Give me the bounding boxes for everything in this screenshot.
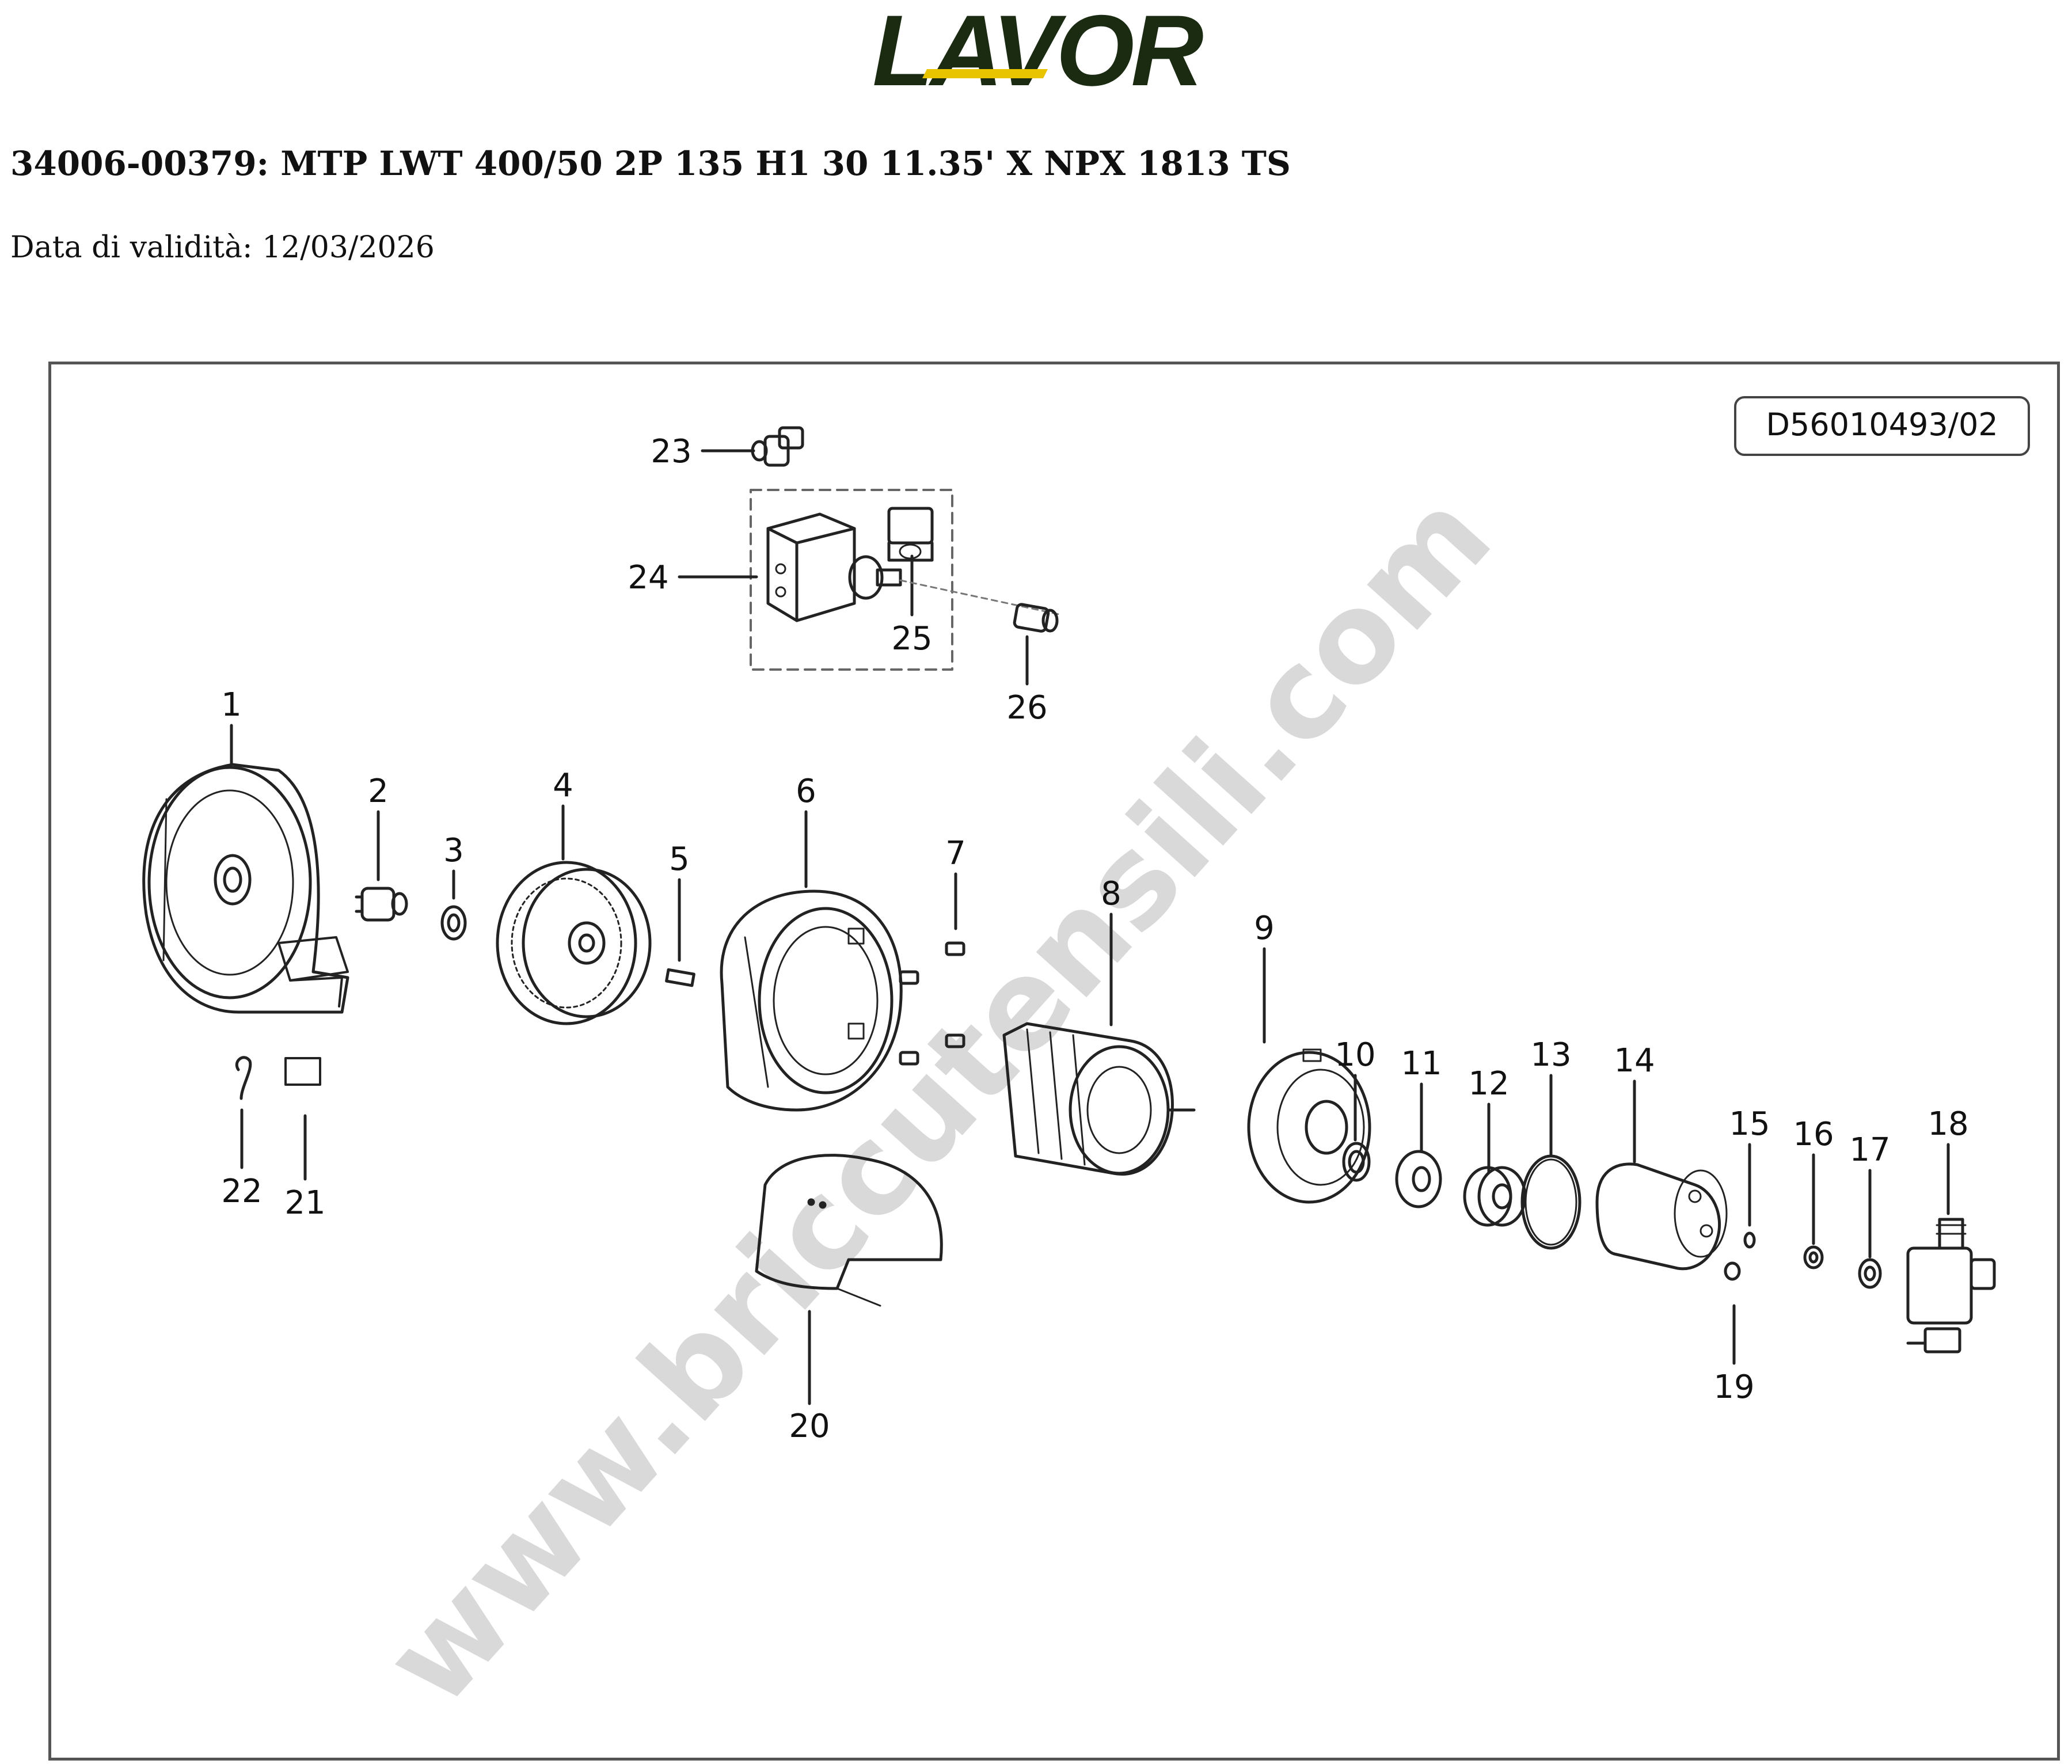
part-label: 22 [221, 1173, 262, 1210]
part-label: 18 [1927, 1105, 1968, 1143]
part-number-labels: 1 2 3 4 5 6 7 8 9 10 11 12 13 14 15 16 1… [221, 433, 1968, 1445]
part-1-fan-cover [142, 763, 349, 1014]
part-label: 13 [1530, 1036, 1571, 1074]
part-15-small-o-ring [1743, 1231, 1756, 1249]
part-label: 14 [1614, 1042, 1655, 1079]
part-4-impeller [496, 861, 652, 1025]
leader-lines [230, 449, 1950, 1405]
part-label: 4 [553, 767, 573, 804]
part-label: 21 [284, 1184, 325, 1222]
part-label: 24 [628, 559, 668, 596]
part-label: 11 [1401, 1045, 1442, 1082]
part-label: 16 [1793, 1116, 1834, 1153]
part-9-gear-housing [1247, 1048, 1371, 1204]
part-label: 25 [891, 620, 932, 657]
lavor-logo: LAVOR [872, 5, 1207, 102]
part-8-motor-stator [1002, 1022, 1196, 1176]
part-label: 15 [1729, 1105, 1770, 1143]
part-21-label-plate [284, 1057, 321, 1086]
part-label: 20 [789, 1408, 830, 1445]
part-label: 8 [1101, 875, 1121, 913]
part-label: 26 [1006, 689, 1047, 727]
part-17-seal [1858, 1258, 1882, 1289]
part-label: 1 [221, 686, 242, 724]
part-label: 9 [1254, 910, 1275, 947]
assembly-axis-line [899, 579, 1063, 616]
diagram-frame [48, 362, 2060, 1761]
exploded-view-diagram: www.briccutensili.com D56010493/02 [142, 396, 2030, 1732]
part-25-connector [887, 507, 934, 562]
part-14-pump-manifold [1595, 1162, 1728, 1271]
drawing-code: D56010493/02 [1766, 406, 1998, 443]
part-26-fitting [1013, 603, 1059, 633]
part-11-swash-plate [1395, 1150, 1442, 1208]
part-3-washer [440, 905, 467, 941]
part-label: 6 [796, 773, 816, 810]
part-label: 17 [1849, 1131, 1890, 1169]
part-10-bearing [1342, 1142, 1371, 1182]
part-13-o-ring [1520, 1154, 1581, 1250]
part-label: 23 [651, 433, 691, 470]
part-12-seal-pack [1463, 1166, 1527, 1227]
part-20-motor-cover [755, 1154, 943, 1307]
logo-accent-stripe [922, 69, 1048, 78]
part-label: 12 [1468, 1065, 1509, 1102]
part-2-fan-hub [355, 887, 408, 922]
part-label: 7 [945, 835, 966, 872]
part-label: 10 [1335, 1036, 1375, 1074]
part-label: 5 [669, 841, 690, 878]
assembly-group-box [750, 489, 953, 671]
page-title: 34006-00379: MTP LWT 400/50 2P 135 H1 30… [10, 144, 1291, 183]
part-18-unloader-valve [1906, 1218, 1996, 1354]
part-16-washer [1803, 1245, 1824, 1269]
part-7-screws [899, 941, 965, 1066]
part-5-key [665, 968, 695, 987]
brand-logo-text: LAVOR [872, 5, 1203, 102]
part-24-pressure-switch [766, 512, 902, 622]
part-22-clip [235, 1056, 252, 1100]
part-label: 2 [368, 773, 389, 810]
part-19-ball [1724, 1261, 1741, 1281]
part-23-elbow-fitting [751, 426, 804, 467]
part-label: 3 [443, 832, 464, 869]
drawing-code-box: D56010493/02 [1734, 396, 2030, 456]
part-label: 19 [1713, 1368, 1754, 1406]
part-6-motor-flange [720, 889, 903, 1112]
validity-date: Data di validità: 12/03/2026 [10, 230, 435, 265]
watermark-text: www.briccutensili.com [357, 465, 1519, 1732]
